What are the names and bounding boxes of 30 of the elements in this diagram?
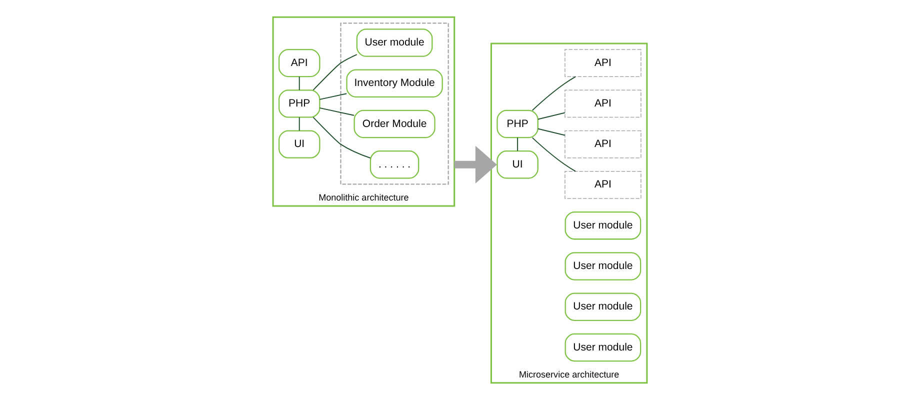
connector — [298, 76, 300, 91]
node-box: User module — [564, 211, 641, 240]
node-box: User module — [564, 252, 641, 280]
node-box: User module — [356, 28, 432, 57]
connector — [537, 112, 565, 120]
node-box: UI — [278, 130, 320, 158]
arrow — [454, 146, 496, 184]
cluster — [340, 22, 448, 185]
node-box: API — [564, 130, 641, 158]
node-box: Inventory Module — [346, 69, 442, 98]
node-box: UI — [496, 150, 538, 179]
node-box: API — [564, 49, 641, 77]
connector — [531, 76, 576, 111]
node-box: PHP — [278, 90, 320, 118]
connector — [318, 93, 347, 100]
connector — [298, 116, 300, 132]
node-box: . . . . . . — [369, 150, 419, 179]
connector — [537, 128, 565, 136]
connector — [312, 116, 370, 159]
node-box: User module — [564, 292, 641, 321]
connector — [312, 54, 357, 91]
connector — [516, 137, 518, 152]
node-box: PHP — [496, 110, 538, 138]
node-box: API — [564, 90, 641, 118]
node-box: API — [278, 48, 320, 78]
connector — [318, 107, 354, 116]
node-box: User module — [564, 333, 641, 362]
node-box: Order Module — [353, 110, 435, 138]
node-box: API — [564, 171, 641, 199]
connector — [531, 137, 576, 172]
